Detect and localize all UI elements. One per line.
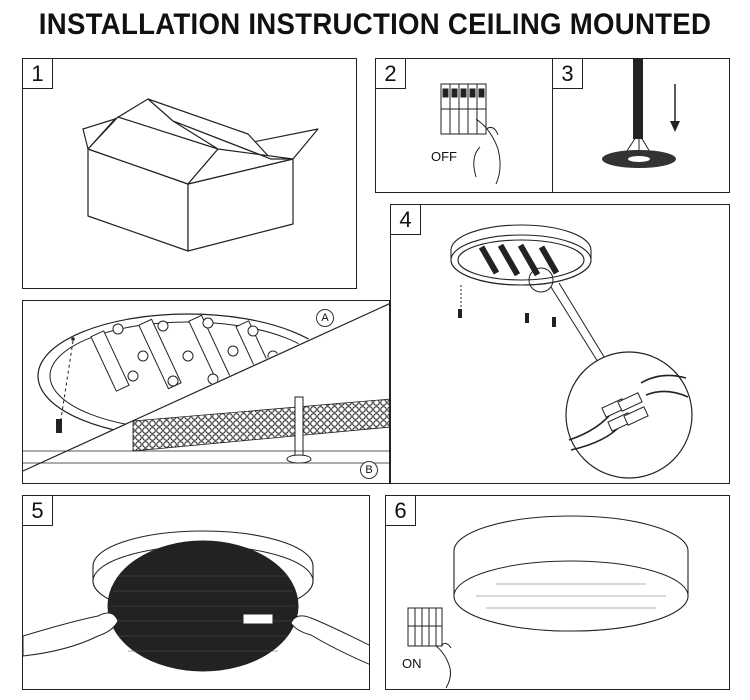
step-3-panel: 3 (552, 58, 730, 193)
step-5-panel: 5 (22, 495, 370, 690)
step-4-number: 4 (391, 205, 421, 235)
callout-b: B (360, 461, 378, 479)
step-6-panel: 6 ON (385, 495, 730, 690)
circuit-breaker-illustration (440, 83, 501, 185)
step-2-number: 2 (376, 59, 406, 89)
step-ab-panel: A B (22, 300, 390, 484)
step-4-panel: 4 (390, 204, 730, 484)
mounting-screw-illustration (23, 301, 389, 483)
step-2-panel: 2 OFF (375, 58, 553, 193)
step-6-number: 6 (386, 496, 416, 526)
step-1-number: 1 (23, 59, 53, 89)
step-1-panel: 1 (22, 58, 357, 289)
cable-plate-illustration (602, 59, 680, 168)
off-label: OFF (431, 149, 457, 164)
on-label: ON (402, 656, 422, 671)
diffuser-attach-illustration (23, 530, 369, 672)
callout-a: A (316, 309, 334, 327)
page-title: INSTALLATION INSTRUCTION CEILING MOUNTED (38, 8, 712, 41)
step-3-number: 3 (553, 59, 583, 89)
box-illustration (82, 98, 319, 252)
wiring-illustration (450, 224, 693, 479)
finished-lamp-illustration (407, 515, 689, 689)
step-5-number: 5 (23, 496, 53, 526)
